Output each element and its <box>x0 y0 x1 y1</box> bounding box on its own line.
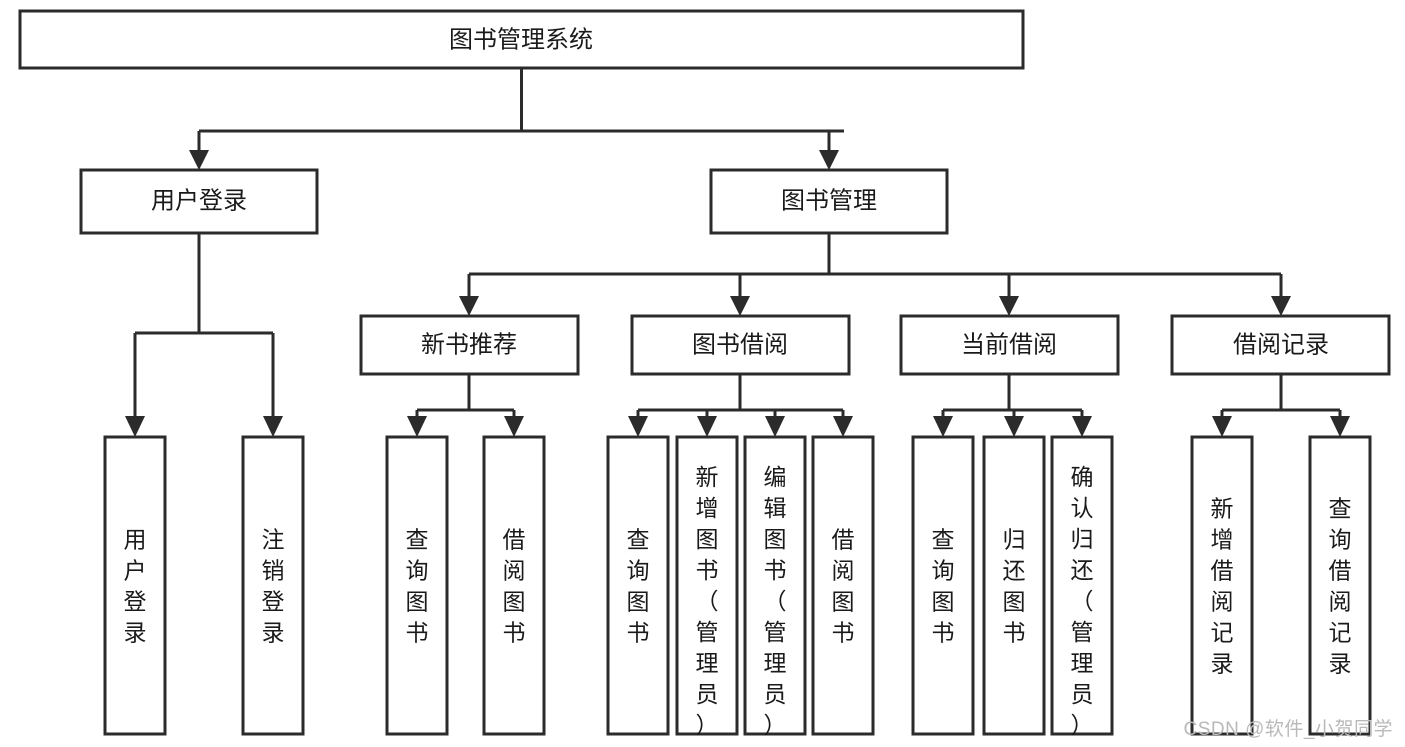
arrowhead-leaf-query-record <box>1330 416 1350 437</box>
node-leaf-user-login[interactable]: 用户登录 <box>103 435 167 736</box>
node-label-leaf-add-book: 新增图书（管理员） <box>696 464 719 738</box>
node-box-leaf-return-book[interactable] <box>982 435 1046 736</box>
arrowhead-leaf-borrow-book-2 <box>833 416 853 437</box>
connector-group-new-book-recommend <box>407 374 524 437</box>
node-leaf-add-record[interactable]: 新增借阅记录 <box>1190 435 1254 736</box>
arrowhead-leaf-return-book <box>1004 416 1024 437</box>
node-new-book-recommend[interactable]: 新书推荐 <box>359 314 580 376</box>
node-box-leaf-user-login[interactable] <box>103 435 167 736</box>
node-label-borrow-record: 借阅记录 <box>1233 331 1329 358</box>
node-label-user-login: 用户登录 <box>151 187 247 214</box>
node-leaf-borrow-book-1[interactable]: 借阅图书 <box>482 435 546 736</box>
node-box-current-borrow[interactable] <box>899 314 1120 376</box>
node-root[interactable]: 图书管理系统 <box>18 9 1025 70</box>
node-box-leaf-add-book[interactable] <box>675 435 739 736</box>
node-box-user-login[interactable] <box>79 168 319 235</box>
arrowhead-new-book-recommend <box>459 296 479 316</box>
arrowhead-leaf-query-book-1 <box>407 416 427 437</box>
connector-group-user-login <box>125 233 283 437</box>
node-label-leaf-borrow-book-1: 借阅图书 <box>503 527 526 646</box>
node-box-leaf-confirm-return[interactable] <box>1050 435 1114 736</box>
node-box-leaf-borrow-book-1[interactable] <box>482 435 546 736</box>
node-label-leaf-edit-book: 编辑图书（管理员） <box>764 464 787 738</box>
node-label-leaf-borrow-book-2: 借阅图书 <box>832 527 855 646</box>
node-box-leaf-query-book-1[interactable] <box>385 435 449 736</box>
arrowhead-user-login <box>189 150 209 170</box>
arrowhead-borrow-record <box>1271 296 1291 316</box>
node-box-leaf-add-record[interactable] <box>1190 435 1254 736</box>
node-leaf-confirm-return[interactable]: 确认归还（管理员） <box>1050 435 1114 738</box>
node-label-root: 图书管理系统 <box>449 26 593 53</box>
node-label-book-manage: 图书管理 <box>781 187 877 214</box>
node-label-book-borrow: 图书借阅 <box>692 331 788 358</box>
arrowhead-leaf-query-book-3 <box>933 416 953 437</box>
arrowhead-leaf-user-login <box>125 416 145 437</box>
node-current-borrow[interactable]: 当前借阅 <box>899 314 1120 376</box>
node-leaf-query-book-3[interactable]: 查询图书 <box>911 435 975 736</box>
node-leaf-edit-book[interactable]: 编辑图书（管理员） <box>743 435 807 738</box>
node-box-leaf-query-record[interactable] <box>1308 435 1372 736</box>
node-box-book-borrow[interactable] <box>630 314 851 376</box>
node-box-root[interactable] <box>18 9 1025 70</box>
node-label-leaf-query-book-1: 查询图书 <box>406 527 429 646</box>
arrowhead-current-borrow <box>999 296 1019 316</box>
arrowhead-leaf-edit-book <box>765 416 785 437</box>
node-box-leaf-query-book-3[interactable] <box>911 435 975 736</box>
node-borrow-record[interactable]: 借阅记录 <box>1170 314 1391 376</box>
arrowhead-book-borrow <box>730 296 750 316</box>
node-box-borrow-record[interactable] <box>1170 314 1391 376</box>
connector-group-current-borrow <box>933 374 1092 437</box>
node-label-leaf-return-book: 归还图书 <box>1003 527 1026 646</box>
arrowhead-leaf-query-book-2 <box>628 416 648 437</box>
node-label-leaf-confirm-return: 确认归还（管理员） <box>1071 464 1094 738</box>
arrowhead-leaf-confirm-return <box>1072 416 1092 437</box>
node-label-leaf-query-record: 查询借阅记录 <box>1329 496 1352 677</box>
node-leaf-query-book-2[interactable]: 查询图书 <box>606 435 670 736</box>
leaf-node-layer: 用户登录 注销登录 查询图书 借阅图书 查询图书 新增图书（管理员） 编辑图书（管理员） 借阅… <box>103 435 1372 738</box>
node-user-login[interactable]: 用户登录 <box>79 168 319 235</box>
csdn-watermark: CSDN @软件_小贺同学 <box>1183 719 1393 740</box>
arrowhead-leaf-logout <box>263 416 283 437</box>
node-leaf-logout[interactable]: 注销登录 <box>241 435 305 736</box>
node-book-manage[interactable]: 图书管理 <box>709 168 949 235</box>
arrowhead-leaf-add-book <box>697 416 717 437</box>
node-box-leaf-logout[interactable] <box>241 435 305 736</box>
node-label-leaf-query-book-3: 查询图书 <box>932 527 955 646</box>
node-label-leaf-user-login: 用户登录 <box>124 527 147 646</box>
node-box-new-book-recommend[interactable] <box>359 314 580 376</box>
node-label-leaf-logout: 注销登录 <box>262 527 285 646</box>
node-label-current-borrow: 当前借阅 <box>961 331 1057 358</box>
connector-group-borrow-record <box>1212 374 1350 437</box>
arrowhead-leaf-borrow-book-1 <box>504 416 524 437</box>
node-leaf-query-record[interactable]: 查询借阅记录 <box>1308 435 1372 736</box>
node-leaf-borrow-book-2[interactable]: 借阅图书 <box>811 435 875 736</box>
arrowhead-leaf-add-record <box>1212 416 1232 437</box>
node-leaf-return-book[interactable]: 归还图书 <box>982 435 1046 736</box>
connector-group-book-manage <box>459 233 1291 316</box>
node-label-leaf-add-record: 新增借阅记录 <box>1211 496 1234 677</box>
node-label-new-book-recommend: 新书推荐 <box>421 331 517 358</box>
connector-group-book-borrow <box>628 374 853 437</box>
node-label-leaf-query-book-2: 查询图书 <box>627 527 650 646</box>
node-leaf-add-book[interactable]: 新增图书（管理员） <box>675 435 739 738</box>
connector-group-root <box>189 68 844 170</box>
arrowhead-book-manage <box>819 150 839 170</box>
node-leaf-query-book-1[interactable]: 查询图书 <box>385 435 449 736</box>
node-box-leaf-edit-book[interactable] <box>743 435 807 736</box>
node-book-borrow[interactable]: 图书借阅 <box>630 314 851 376</box>
node-box-leaf-borrow-book-2[interactable] <box>811 435 875 736</box>
node-box-book-manage[interactable] <box>709 168 949 235</box>
node-box-leaf-query-book-2[interactable] <box>606 435 670 736</box>
